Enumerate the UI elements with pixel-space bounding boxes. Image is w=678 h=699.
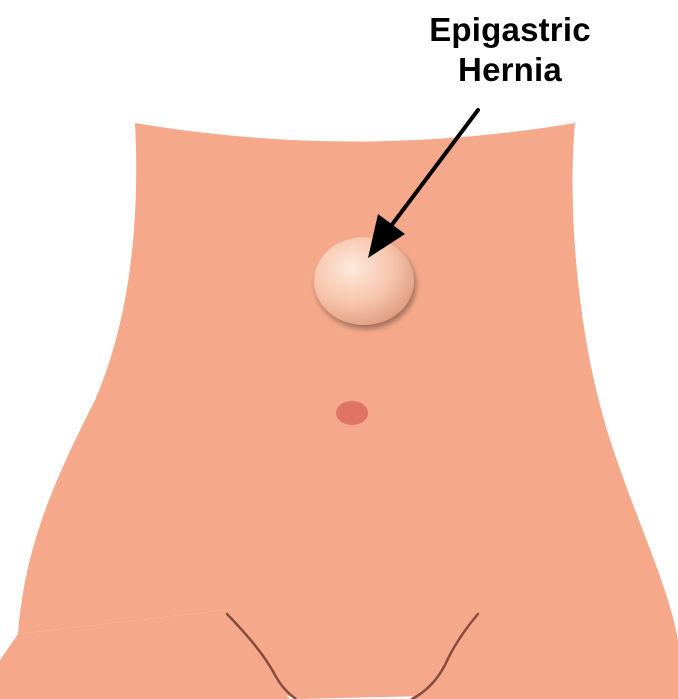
hernia-label-line1: Epigastric (400, 10, 620, 50)
hernia-label-line2: Hernia (400, 50, 620, 90)
hernia-bulge (314, 237, 414, 325)
hernia-label: Epigastric Hernia (400, 10, 620, 90)
navel (336, 401, 368, 425)
